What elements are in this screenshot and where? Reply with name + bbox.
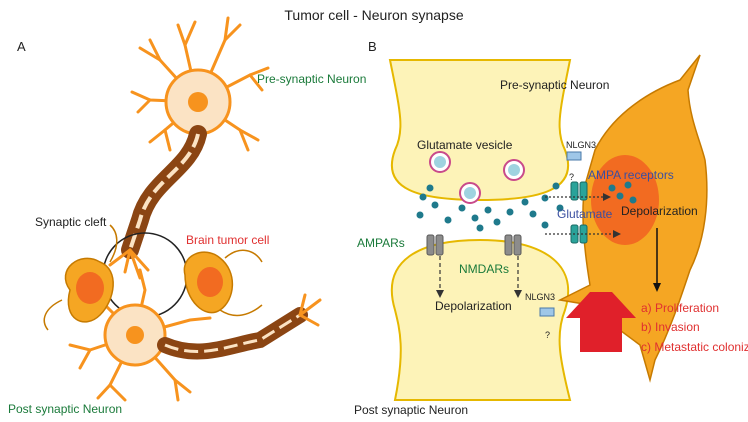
outcome-metastatic-colonization: c) Metastatic colonization — [641, 340, 748, 354]
glutamate-label: Glutamate — [557, 207, 613, 221]
glutamate-vesicle-label: Glutamate vesicle — [417, 138, 513, 152]
brain-tumor-cell-label: Brain tumor cell — [186, 233, 270, 247]
panel-a-drawing — [43, 16, 322, 402]
glutamate-in-tumor — [608, 181, 637, 204]
outcome-invasion: b) Invasion — [641, 320, 700, 334]
question-top-label: ? — [569, 172, 575, 182]
nlgn3-top-marker — [566, 151, 582, 161]
nlgn3-top-label: NLGN3 — [566, 140, 597, 150]
tumor-cell-left — [43, 224, 118, 331]
depolarization-right-label: Depolarization — [621, 204, 698, 218]
panel-b-drawing — [388, 54, 708, 401]
big-red-arrow — [566, 292, 636, 352]
panel-b-letter: B — [368, 39, 377, 54]
nmdars-receptor — [504, 234, 522, 256]
post-synaptic-neuron-b-label: Post synaptic Neuron — [354, 403, 469, 417]
glutamate-dots — [416, 182, 564, 232]
synaptic-cleft-label: Synaptic cleft — [35, 215, 107, 229]
figure-title: Tumor cell - Neuron synapse — [284, 7, 464, 23]
nlgn3-bottom-marker — [539, 307, 555, 317]
depolarization-left-label: Depolarization — [435, 299, 512, 313]
ampa-receptors-label: AMPA receptors — [588, 168, 674, 182]
ampars-receptor — [426, 234, 444, 256]
panel-a-letter: A — [17, 39, 26, 54]
pre-synaptic-neuron-a-label: Pre-synaptic Neuron — [257, 72, 367, 86]
nmdars-label: NMDARs — [459, 262, 509, 276]
post-synaptic-terminal — [390, 238, 572, 401]
ampa-receptors-tumor — [570, 181, 588, 244]
outcome-proliferation: a) Proliferation — [641, 301, 720, 315]
glutamate-vesicles — [429, 151, 525, 204]
tumor-cell-right — [183, 249, 263, 317]
nlgn3-bottom-label: NLGN3 — [525, 292, 556, 302]
question-bottom-label: ? — [545, 330, 551, 340]
amparsl-label: AMPARs — [357, 236, 405, 250]
pre-synaptic-neuron-b-label: Pre-synaptic Neuron — [500, 78, 610, 92]
synaptic-cleft-circle — [102, 232, 188, 318]
post-synaptic-neuron-a-label: Post synaptic Neuron — [8, 402, 123, 416]
